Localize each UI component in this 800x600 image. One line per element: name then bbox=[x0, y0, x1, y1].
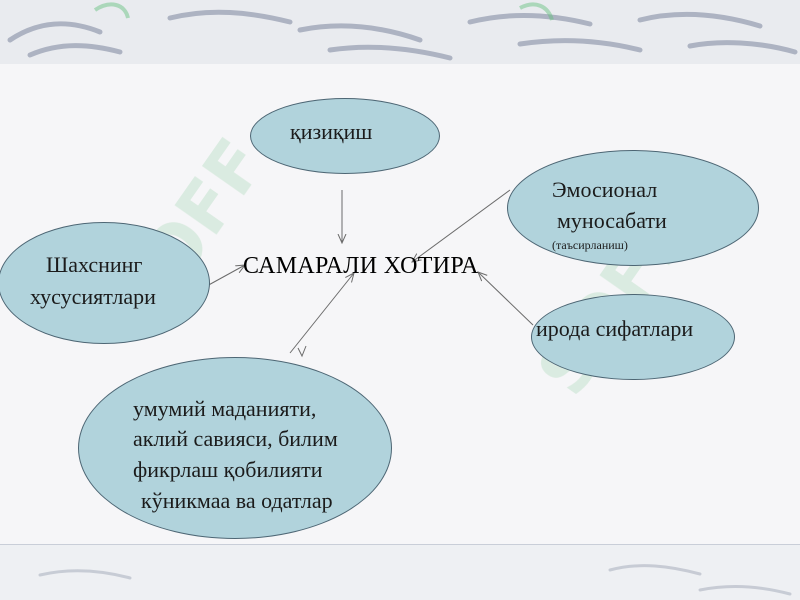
node-emotional bbox=[507, 150, 759, 266]
node-interest bbox=[250, 98, 440, 174]
arrow-culture-to-center bbox=[289, 273, 354, 354]
node-emotional-line2: муносабати bbox=[557, 208, 667, 233]
small-tick-mark bbox=[297, 345, 307, 358]
node-emotional-note: (таъсирланиш) bbox=[552, 238, 628, 252]
node-will-label: ирода сифатлари bbox=[536, 316, 694, 341]
top-wave-decoration bbox=[7, 2, 798, 61]
node-personality-line1: Шахснинг bbox=[46, 252, 143, 277]
arrow-personality-to-center bbox=[204, 265, 245, 288]
bottom-decor-band bbox=[0, 545, 800, 600]
node-culture-line1: умумий маданияти, bbox=[133, 396, 317, 421]
node-culture-line2: аклий савияси, билим bbox=[133, 426, 338, 451]
node-culture bbox=[78, 357, 392, 539]
center-title: САМАРАЛИ ХОТИРА bbox=[243, 253, 479, 279]
node-culture-line3: фикрлаш қобилияти bbox=[133, 457, 323, 482]
arrow-emotional-to-center bbox=[412, 189, 511, 262]
arrow-will-to-center bbox=[478, 272, 534, 326]
node-personality bbox=[0, 222, 210, 344]
node-personality-line2: хусусиятлари bbox=[30, 284, 156, 309]
node-culture-line4: кўникмаа ва одатлар bbox=[141, 488, 333, 513]
node-interest-label: қизиқиш bbox=[290, 119, 373, 144]
node-will bbox=[531, 294, 735, 380]
node-emotional-line1: Эмосионал bbox=[552, 177, 658, 202]
